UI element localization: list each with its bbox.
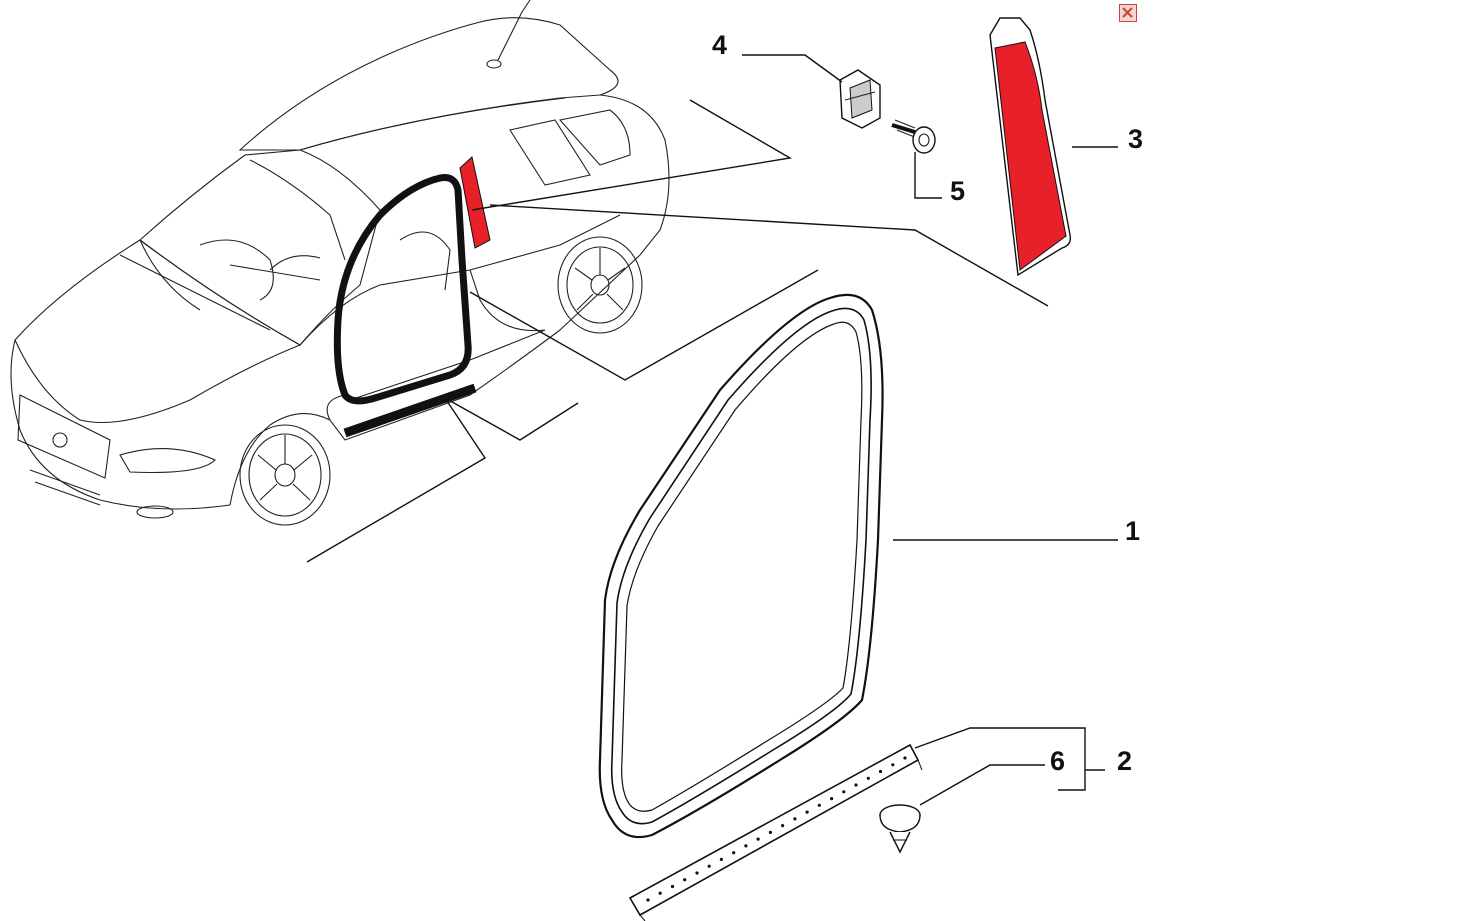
- callout-4: 4: [712, 30, 727, 60]
- sill-hole: [854, 783, 858, 787]
- part-5-screw: [891, 119, 936, 154]
- sill-hole: [744, 844, 748, 848]
- leader-lines: [742, 54, 1118, 806]
- sill-hole: [756, 837, 760, 841]
- sill-hole: [817, 803, 821, 807]
- callout-5: 5: [950, 176, 965, 206]
- part-2-sill-strip: [628, 743, 923, 921]
- sill-hole: [719, 857, 724, 862]
- sill-hole: [707, 864, 711, 868]
- pillar-trim-on-car: [459, 156, 491, 249]
- sill-hole: [658, 891, 662, 895]
- close-icon: [1122, 7, 1133, 18]
- pillar-trim-highlight: [994, 41, 1067, 271]
- part-1-door-seal: [598, 293, 884, 839]
- sill-hole: [891, 763, 895, 767]
- rear-wheel: [557, 236, 643, 334]
- sill-hole: [683, 878, 687, 882]
- connector-lines: [306, 99, 1049, 563]
- part-6-push-clip: [879, 804, 921, 854]
- sill-hole: [830, 797, 834, 801]
- sill-hole: [646, 898, 650, 902]
- sill-hole: [903, 756, 907, 760]
- callout-numbers: 4 3 5 1 6 2: [712, 30, 1143, 776]
- car-illustration: [10, 0, 670, 526]
- front-wheel: [239, 424, 331, 526]
- callout-1: 1: [1125, 516, 1140, 546]
- callout-3: 3: [1128, 124, 1143, 154]
- sill-strip-holes: [646, 756, 907, 902]
- sill-hole: [805, 810, 809, 814]
- close-button[interactable]: [1119, 4, 1137, 22]
- sill-hole: [866, 776, 870, 780]
- door-seal-on-car: [333, 174, 472, 405]
- sill-strip-on-car: [343, 383, 477, 438]
- sill-hole: [732, 851, 736, 855]
- sill-hole: [768, 830, 773, 835]
- part-4-clip: [839, 69, 881, 129]
- callout-6: 6: [1050, 746, 1065, 776]
- sill-hole: [781, 824, 785, 828]
- sill-hole: [670, 884, 675, 889]
- sill-hole: [695, 871, 699, 875]
- part-3-pillar-trim: [989, 17, 1072, 277]
- sill-hole: [842, 790, 846, 794]
- sill-hole: [793, 817, 797, 821]
- sill-hole: [878, 769, 883, 774]
- callout-2: 2: [1117, 746, 1132, 776]
